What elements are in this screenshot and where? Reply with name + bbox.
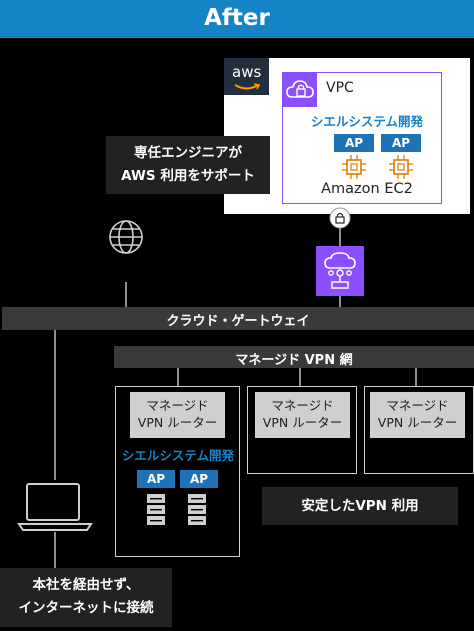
page-title: After: [204, 5, 270, 31]
lock-icon: [329, 207, 351, 229]
header-bar: After: [0, 0, 474, 38]
vpc-cloud-lock-icon: [283, 73, 317, 107]
router-label: マネージド: [146, 398, 209, 413]
router-label: マネージド: [271, 398, 334, 413]
managed-vpn-label: マネージド VPN 網: [235, 353, 353, 368]
cloud-gateway-label: クラウド・ゲートウェイ: [166, 314, 310, 329]
router-label: マネージド: [386, 398, 449, 413]
router-label: VPN ルーター: [377, 415, 458, 430]
direct-internet-callout: 本社を経由せず、 インターネットに接続: [0, 568, 172, 627]
cloud-gateway-bar: クラウド・ゲートウェイ: [2, 307, 474, 330]
aws-logo: aws: [224, 58, 269, 95]
vpc-ap-tag: AP: [381, 134, 421, 152]
vpc-label: VPC: [326, 80, 354, 96]
site-ap-tag: AP: [180, 470, 218, 488]
stable-vpn-callout: 安定したVPN 利用: [262, 487, 458, 525]
site-ap-tag: AP: [137, 470, 175, 488]
direct-callout-line: 本社を経由せず、: [32, 577, 140, 593]
globe-icon: [109, 220, 143, 254]
ec2-chip-icon: [342, 155, 366, 179]
aws-smile-icon: [234, 83, 260, 90]
vpc-ap-tag: AP: [334, 134, 374, 152]
managed-vpn-bar: マネージド VPN 網: [114, 346, 474, 368]
direct-callout-line: インターネットに接続: [18, 600, 154, 616]
site-box: [115, 386, 240, 557]
gateway-icon: [316, 246, 364, 296]
ec2-chip-icon: [389, 155, 413, 179]
vpn-router: マネージド VPN ルーター: [255, 392, 350, 438]
server-icon: [188, 494, 206, 525]
server-icon: [147, 494, 165, 525]
vpn-router: マネージド VPN ルーター: [130, 392, 225, 438]
router-label: VPN ルーター: [262, 415, 343, 430]
vpn-router: マネージド VPN ルーター: [370, 392, 465, 438]
laptop-icon: [17, 483, 93, 531]
site-project-label: シエルシステム開発: [121, 448, 235, 463]
support-callout-line: AWS 利用をサポート: [121, 168, 255, 184]
support-callout: 専任エンジニアが AWS 利用をサポート: [106, 136, 270, 194]
support-callout-line: 専任エンジニアが: [134, 145, 242, 161]
site-box: [247, 386, 357, 474]
router-label: VPN ルーター: [137, 415, 218, 430]
vpc-project-label: シエルシステム開発: [310, 114, 424, 129]
ec2-label: Amazon EC2: [321, 181, 413, 197]
